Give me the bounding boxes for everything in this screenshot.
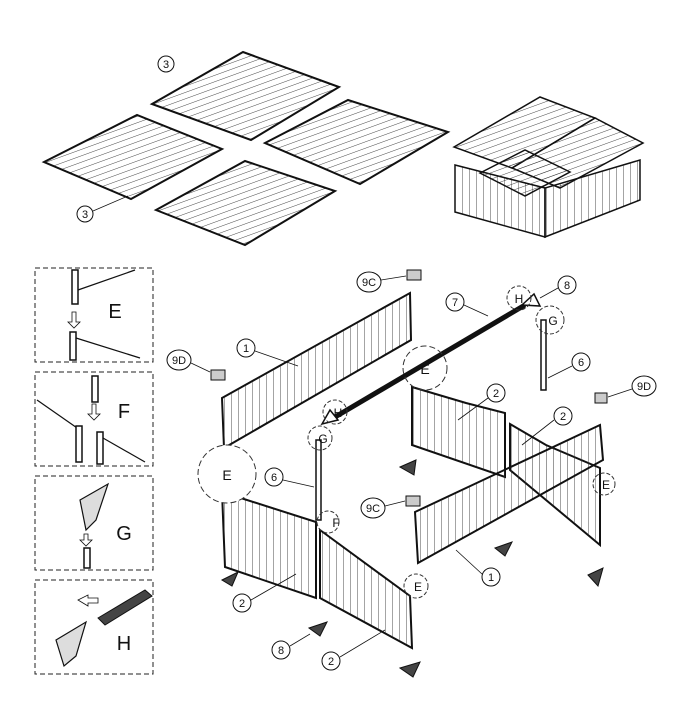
svg-text:E: E: [420, 361, 429, 377]
zone-f-front: F: [316, 510, 340, 534]
callout-2-front-left: 2: [232, 573, 297, 613]
svg-text:2: 2: [560, 411, 566, 423]
svg-text:9D: 9D: [637, 381, 651, 393]
callout-7: 7: [445, 292, 489, 317]
foot-bracket: [307, 621, 328, 637]
svg-text:G: G: [318, 432, 327, 446]
callout-roof-3-bottom: 3: [76, 195, 129, 223]
roof-panel-left: [41, 113, 225, 201]
svg-text:6: 6: [271, 472, 277, 484]
roof-panel-front: [153, 159, 338, 247]
foot-bracket: [398, 661, 421, 678]
callout-9d-left: 9D: [166, 349, 211, 373]
svg-text:9C: 9C: [366, 503, 380, 515]
callout-2-right-b: 2: [521, 406, 573, 446]
svg-text:8: 8: [564, 280, 570, 292]
callout-1-front: 1: [455, 549, 501, 587]
detail-letter: G: [116, 523, 132, 545]
callout-8-bottom: 8: [271, 633, 311, 660]
bracket-9c-mid: [405, 495, 421, 507]
foot-bracket: [587, 567, 604, 588]
svg-text:7: 7: [452, 297, 458, 309]
zone-h-left: H: [322, 399, 348, 425]
callout-2-right-a: 2: [457, 383, 506, 421]
detail-letter: E: [108, 301, 121, 323]
zone-e-right: E: [592, 472, 616, 496]
callout-1-left: 1: [236, 338, 299, 367]
zone-e-left: E: [197, 444, 257, 504]
svg-text:H: H: [334, 406, 343, 420]
svg-text:E: E: [414, 580, 422, 594]
svg-text:G: G: [548, 314, 557, 328]
gable-bracket-left: [320, 408, 340, 426]
svg-text:F: F: [332, 516, 339, 530]
callout-8-top: 8: [539, 275, 577, 299]
callout-2-front-mid: 2: [321, 629, 386, 671]
bracket-9c-top: [406, 269, 422, 281]
zone-g-top: G: [535, 305, 565, 335]
svg-text:2: 2: [239, 598, 245, 610]
shed-preview: [452, 96, 645, 239]
svg-text:2: 2: [493, 388, 499, 400]
foot-bracket: [398, 459, 417, 476]
zone-e-front: E: [403, 573, 429, 599]
wall-panel-front-long: [413, 423, 605, 565]
callout-6-right: 6: [547, 352, 591, 379]
detail-letter: F: [118, 401, 130, 423]
svg-text:2: 2: [328, 656, 334, 668]
foot-bracket: [220, 570, 239, 587]
wall-panel-front-gable: [220, 490, 414, 650]
detail-letter: H: [117, 633, 131, 655]
callout-text: 3: [82, 209, 88, 221]
ridge-beam: [328, 302, 527, 423]
svg-text:H: H: [515, 292, 524, 306]
roof-panel-right: [262, 98, 451, 186]
svg-text:E: E: [222, 467, 231, 483]
callout-6-left: 6: [264, 467, 315, 488]
detail-box-g: G: [34, 475, 154, 571]
svg-text:6: 6: [578, 357, 584, 369]
zone-h-top: H: [506, 285, 532, 311]
svg-text:E: E: [602, 478, 610, 492]
post-right: [540, 319, 547, 391]
callout-9d-right: 9D: [607, 375, 657, 398]
callout-text: 3: [163, 59, 169, 71]
svg-text:8: 8: [278, 645, 284, 657]
svg-text:1: 1: [243, 343, 249, 355]
callout-9c-mid: 9C: [360, 497, 406, 519]
svg-text:9C: 9C: [362, 277, 376, 289]
callout-roof-3-top: 3: [157, 55, 175, 73]
bracket-9d-left: [210, 369, 226, 381]
detail-box-e: E: [34, 267, 154, 363]
zone-g-left: G: [307, 425, 333, 451]
foot-bracket: [493, 541, 514, 557]
svg-text:9D: 9D: [172, 355, 186, 367]
svg-text:1: 1: [488, 572, 494, 584]
zone-e-center: E: [402, 345, 448, 391]
post-left: [315, 439, 322, 521]
wall-panel-rear-left: [220, 291, 413, 450]
detail-box-h: H: [34, 579, 154, 675]
roof-panel-top: [149, 50, 342, 142]
bracket-9d-right: [594, 392, 608, 404]
detail-box-f: F: [34, 371, 154, 467]
callout-9c-top: 9C: [356, 271, 407, 293]
